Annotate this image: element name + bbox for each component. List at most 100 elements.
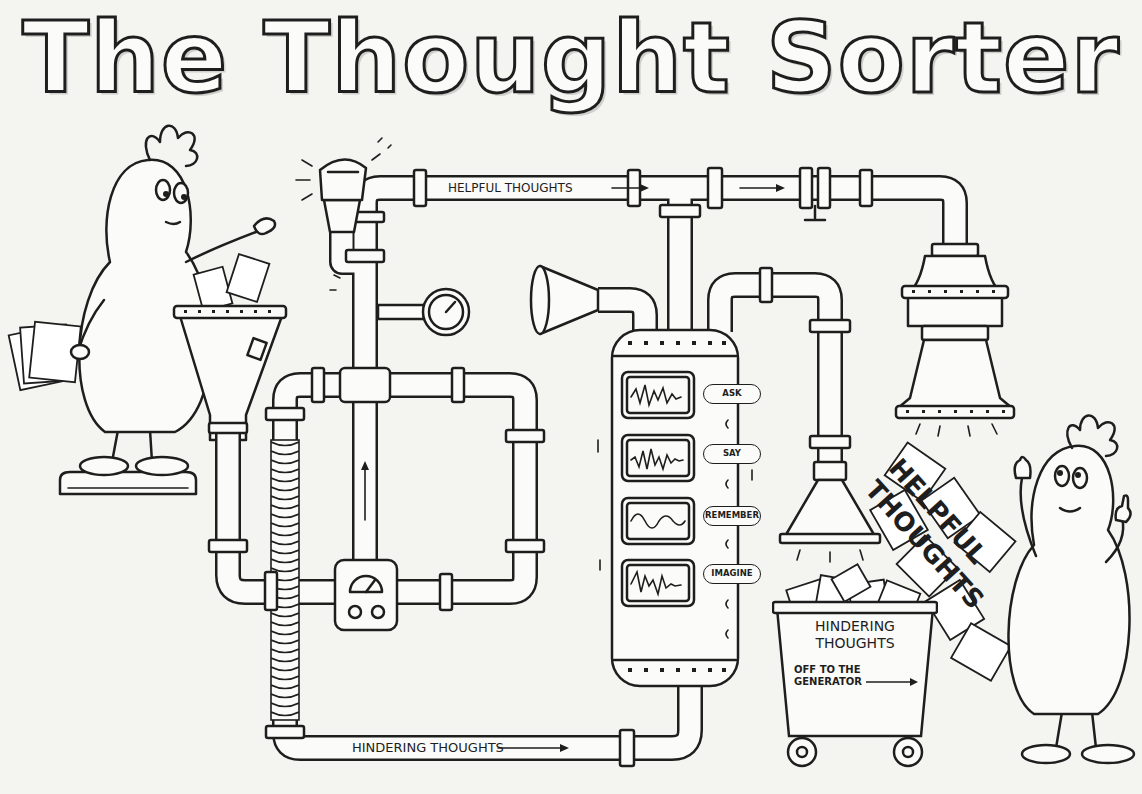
pipe-label: HELPFUL THOUGHTS [448,181,598,195]
siren-band [328,171,358,174]
button-label: ASK [704,385,760,403]
thought-bin: HINDERING THOUGHTS OFF TO THE GENERATOR [772,600,938,740]
shoe [136,457,188,475]
collar [620,730,634,766]
collar [506,540,544,552]
eye [156,180,170,200]
gauge-face [429,295,463,329]
pupil [181,194,187,200]
wheel [894,738,922,766]
gauge-needle [446,302,455,312]
button-label: REMEMBER [704,507,760,525]
funnel [180,316,282,440]
character-body [79,160,211,432]
poster-title: The Thought Sorter [10,2,1132,114]
paper [951,623,1011,681]
wheel [788,738,816,766]
collar [266,408,304,420]
siren-lamp [320,159,366,200]
rivets [906,410,1005,413]
eye [1073,468,1087,488]
button-label: SAY [704,445,760,463]
pipe-label: HINDERING THOUGHTS [352,740,502,756]
collar [932,244,978,256]
legs [1056,712,1096,748]
wheel-hub [797,747,807,757]
siren-rays [296,154,380,200]
mode-button: IMAGINE [703,564,761,584]
collar [814,462,846,480]
knob [372,606,384,618]
collar [265,572,277,610]
wheel-hub [903,747,913,757]
scale-base [60,472,196,494]
screen [622,498,694,544]
paper [194,267,233,311]
bin-arrow [866,681,910,683]
outlet-nozzle [898,340,1012,408]
shoe [80,457,128,475]
arrow-heads [361,184,785,752]
hand [1015,457,1031,478]
collar [440,574,452,610]
screen-glass [627,503,689,539]
motion-lines [916,424,997,436]
arm [1021,478,1036,556]
meter-box [335,560,397,630]
collar [708,168,722,208]
pointing-hand [1116,496,1131,523]
character-body [1008,446,1129,714]
collar [660,205,700,217]
screen [622,372,694,418]
mode-button: REMEMBER [703,506,761,526]
arm [1106,518,1123,562]
shoe [1022,745,1070,763]
screen [622,435,694,481]
pipe-network [228,188,955,748]
screens [622,372,694,606]
collar [209,423,247,433]
meter-needle [366,580,375,592]
collar [810,320,850,332]
mouth [1060,508,1080,512]
patch [247,338,266,360]
waveform [631,514,685,528]
pipe-collars [209,168,872,766]
scale-line [68,487,188,489]
drips [330,275,340,290]
collar [346,250,384,262]
bin-arrow-head [910,678,918,686]
waveform [631,449,683,469]
hand [254,218,275,234]
collar [860,170,872,206]
knob [349,606,361,618]
bin-note: OFF TO THE GENERATOR [794,664,884,688]
hair [1067,415,1117,456]
megaphone-mouth [531,266,549,334]
outlet-rim [780,534,880,543]
pressure-gauge [423,289,469,335]
bin-body [777,608,933,736]
rivets [184,310,271,313]
shoe [1082,745,1134,763]
collar [760,268,772,302]
mouth [166,222,180,224]
collar [452,368,464,402]
pupil [1075,472,1081,478]
button-label: IMAGINE [704,565,760,583]
collar [209,540,247,552]
valve-handle [805,206,825,220]
bin-heading: HINDERING THOUGHTS [795,618,915,652]
eye [174,183,188,203]
hand [71,345,89,359]
pipe [285,385,525,592]
motion-lines [797,550,863,562]
collar [922,326,988,340]
pupil [163,191,169,197]
waveform [631,572,681,594]
hair [146,126,197,166]
collar [800,168,812,208]
bin-rim [773,602,937,613]
